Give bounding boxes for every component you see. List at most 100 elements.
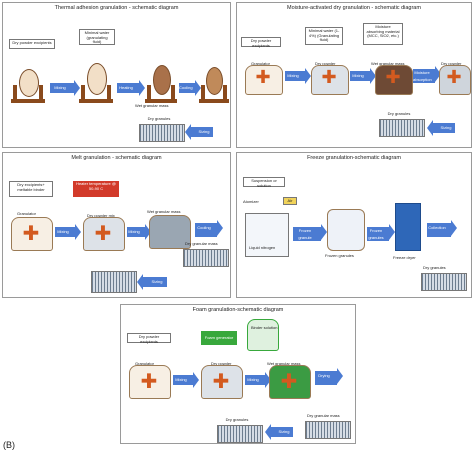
dry-granules-tray: [91, 271, 137, 293]
panel-thermal-adhesion: Thermal adhesion granulation - schematic…: [2, 2, 231, 148]
mixing-flask: [87, 63, 107, 95]
granulator-cross: ✚: [446, 67, 462, 88]
mixing-arrow: Mixing: [350, 68, 376, 84]
excipients-box: Dry powder excipients: [9, 39, 55, 49]
moisture-absorption-arrow: Moisture absorption: [413, 66, 441, 83]
air-box: Air: [283, 197, 297, 205]
collection-arrow: Frozen granule collection: [293, 224, 327, 247]
granulator-cross: ✚: [385, 67, 401, 88]
atomizer-label: Atomizer: [243, 199, 259, 204]
mixing-arrow: Mixing: [285, 68, 311, 84]
granulator-vessel: [11, 217, 53, 251]
excipients-box: Dry powder excipients: [127, 333, 171, 343]
granulator-cross: ✚: [140, 369, 158, 393]
dry-granules-label: Dry granules: [423, 265, 446, 270]
sizing-arrow: Sizing: [137, 274, 167, 290]
flask-stand: [171, 85, 175, 101]
frozen-granules-drum: [327, 209, 365, 251]
panel-freeze: Freeze granulation-schematic diagram Sus…: [236, 152, 472, 298]
dry-powder-label: Dry powder mix: [87, 213, 115, 218]
panel-melt: Melt granulation - schematic diagram Dry…: [2, 152, 231, 298]
dry-powder-label: Dry powder: [315, 61, 336, 66]
panel-title: Moisture-activated dry granulation - sch…: [287, 5, 421, 11]
dry-granules-tray: [139, 124, 185, 142]
binder-label: Binder solution: [251, 325, 278, 330]
drying-arrow: Drying: [315, 368, 343, 385]
foam-generator-box: Foam generator: [201, 331, 237, 345]
flask-stand: [11, 99, 45, 103]
frozen-granules-label: Frozen granules: [325, 253, 354, 258]
dry-granules-label: Dry granules: [217, 417, 257, 425]
wet-flask: [153, 65, 171, 95]
flask-stand: [81, 85, 85, 101]
sizing-arrow: Sizing: [427, 120, 455, 136]
dry-granules-label: Dry granules: [139, 116, 179, 124]
dry-mass-tray: [305, 421, 351, 439]
absorbing-box: Moisture absorbing material (MCC, SiO2, …: [363, 23, 403, 45]
granulator-cross: ✚: [280, 369, 298, 393]
liquid-nitrogen-vessel: [245, 213, 289, 257]
dry-granules-tray: [217, 425, 263, 443]
wet-mass-vessel: [269, 365, 311, 399]
granulator-cross: ✚: [321, 67, 337, 88]
granulator-vessel: [129, 365, 171, 399]
granulator-label: Granulator: [17, 211, 36, 216]
flask-stand: [201, 85, 205, 101]
excipients-box: Dry powder excipients: [241, 37, 281, 47]
mixing2-arrow: Mixing: [127, 224, 151, 240]
flask-stand: [79, 99, 113, 103]
dry-granular-label: Dry powder: [441, 61, 462, 66]
wet-mass-label: Wet granular mass: [147, 209, 181, 214]
granulator-cross: ✚: [94, 221, 112, 245]
flask-stand: [39, 85, 43, 101]
wet-mass-label: Wet granular mass: [267, 361, 301, 366]
panel-moisture-activated: Moisture-activated dry granulation - sch…: [236, 2, 472, 148]
granulator-label: Granulator: [135, 361, 154, 366]
liquid-nitrogen-label: Liquid nitrogen: [249, 245, 276, 250]
panel-title: Freeze granulation-schematic diagram: [307, 155, 401, 161]
flask-stand: [199, 99, 229, 103]
mixing-flask: [19, 69, 39, 97]
cooling-arrow: Cooling: [179, 80, 201, 96]
sizing-arrow: Sizing: [265, 424, 293, 440]
granulator-cross: ✚: [212, 369, 230, 393]
excipients-box: Dry excipients+ meltable binder: [9, 181, 53, 197]
dry-granules-label: Dry granules: [379, 111, 419, 119]
water-box: Minimal water (granulating fluid): [79, 29, 115, 45]
dry-powder-vessel: [201, 365, 243, 399]
granulator-vessel: [245, 65, 283, 95]
binder-vessel: [247, 319, 279, 351]
dry-powder-vessel: [311, 65, 349, 95]
heating-arrow: Heating (up to 100°C): [117, 80, 145, 110]
dry-mass-label: Dry granular mass: [185, 241, 218, 246]
dry-granules-tray: [379, 119, 425, 137]
panel-foam: Foam granulation-schematic diagram Dry p…: [120, 304, 356, 444]
water-box: Minimal water (1-4%) (Granulating fluid): [305, 27, 343, 45]
mixing2-arrow: Mixing: [245, 372, 271, 388]
flask-stand: [13, 85, 17, 101]
flask-stand: [223, 85, 227, 101]
suspension-box: Suspension or solution: [243, 177, 285, 187]
dry-granular-vessel: [439, 65, 471, 95]
mixing-arrow: Mixing: [173, 372, 199, 388]
freeze-dryer: [395, 203, 421, 251]
mixing-arrow: Mixing: [50, 80, 80, 96]
figure-label: (B): [3, 440, 15, 450]
sizing-arrow: Sizing: [185, 124, 213, 140]
panel-title: Thermal adhesion granulation - schematic…: [54, 5, 179, 11]
mixing-arrow: Mixing: [55, 224, 81, 240]
collection-arrow: Collection: [427, 220, 457, 237]
heater-box: Heater temperature @ 50-90 C: [73, 181, 119, 197]
granulator-cross: ✚: [255, 67, 271, 88]
dry-granules-tray: [421, 273, 467, 291]
granulator-cross: ✚: [22, 221, 40, 245]
granulator-label: Granulator: [251, 61, 270, 66]
cooled-flask: [206, 67, 223, 95]
freeze-dryer-label: Freeze dryer: [393, 255, 416, 260]
flask-stand: [147, 85, 151, 101]
panel-title: Melt granulation - schematic diagram: [71, 155, 162, 161]
flask-stand: [145, 99, 177, 103]
frozen-arrow: Frozen granules: [367, 224, 395, 241]
dry-mass-tray: [183, 249, 229, 267]
wet-mass-label: Wet granular mass: [135, 103, 169, 108]
